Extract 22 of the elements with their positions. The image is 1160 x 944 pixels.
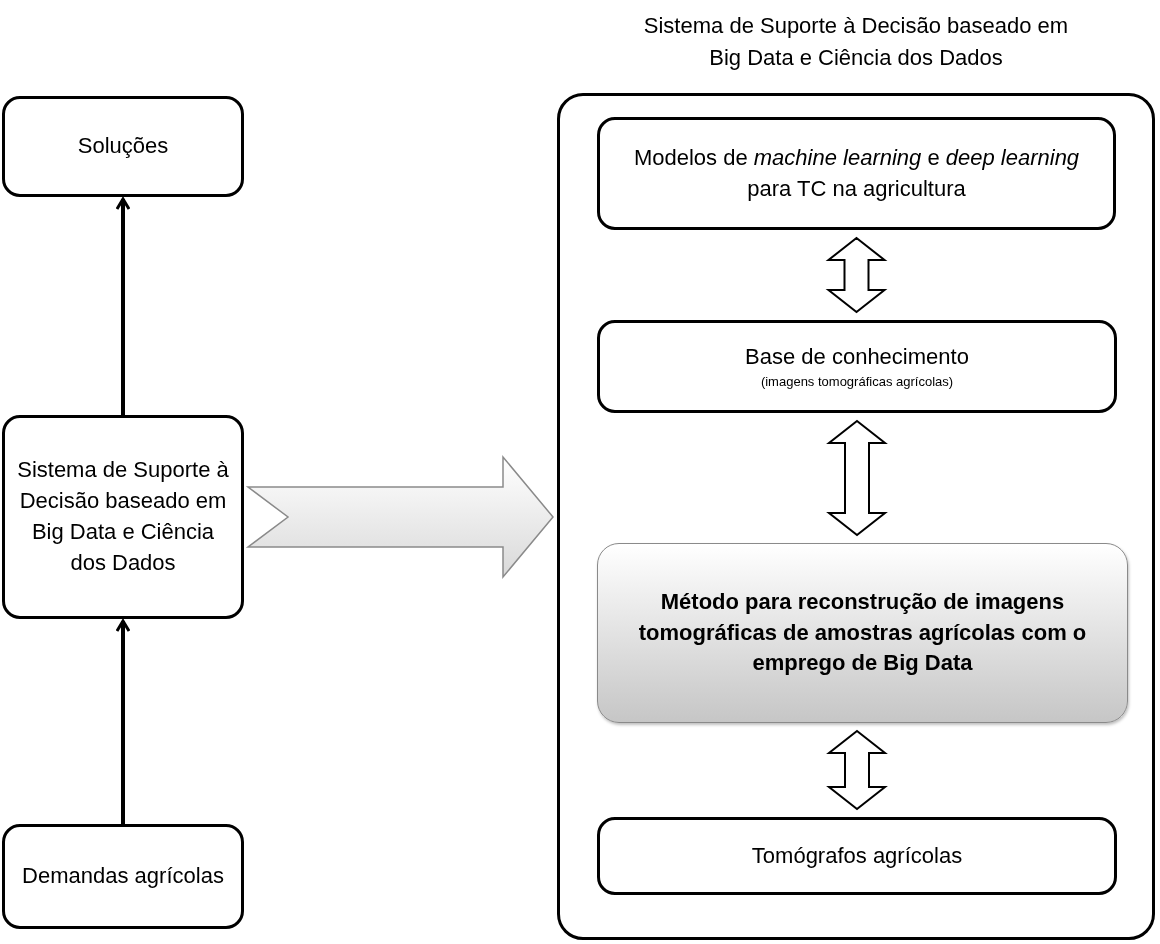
node-label: Modelos de machine learning e deep learning para TC na agricultura — [632, 143, 1081, 203]
process-box — [597, 117, 1116, 230]
arrow — [115, 197, 131, 415]
process-box — [2, 96, 244, 197]
node-label: Sistema de Suporte à Decisão baseado em Big Data e Ciência dos Dados — [16, 456, 230, 577]
node-label: Base de conhecimento — [745, 343, 969, 371]
block-arrow — [826, 729, 888, 811]
arrow — [115, 619, 131, 824]
highlighted-process-box — [597, 543, 1128, 723]
process-box — [597, 320, 1117, 413]
node-label: Tomógrafos agrícolas — [751, 841, 963, 870]
process-box — [2, 415, 244, 619]
block-arrow — [245, 454, 554, 580]
node-label: Demandas agrícolas — [22, 862, 224, 891]
node-subtitle: (imagens tomográficas agrícolas) — [760, 372, 954, 391]
process-box — [2, 824, 244, 929]
process-box — [597, 817, 1117, 895]
node-label: Soluções — [77, 132, 169, 161]
block-arrow — [825, 236, 888, 314]
block-arrow — [826, 419, 888, 537]
container-heading: Sistema de Suporte à Decisão baseado em Big Data e Ciência dos Dados — [642, 12, 1070, 72]
node-label: Método para reconstrução de imagens tomográficas de amostras agrícolas com o emprego de Big Data — [637, 587, 1088, 678]
